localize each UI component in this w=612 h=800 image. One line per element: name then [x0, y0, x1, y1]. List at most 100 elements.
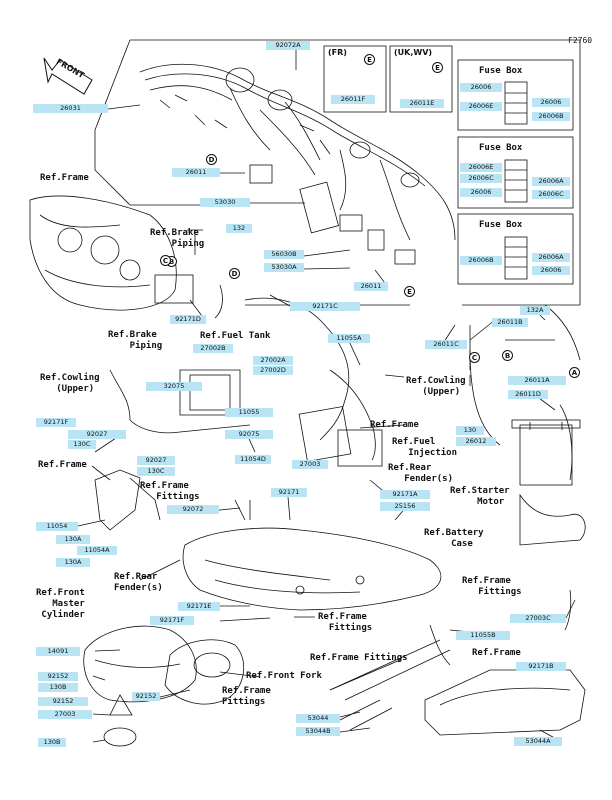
marker-b-2: B: [502, 350, 513, 361]
fuse-box-title-3: Fuse Box: [479, 220, 523, 230]
variant-uk-wv: (UK,WV): [394, 48, 433, 57]
part-11055b[interactable]: 11055B: [456, 631, 510, 640]
part-26006-3[interactable]: 26006: [460, 188, 502, 197]
part-26011[interactable]: 26011: [172, 168, 220, 177]
part-26006-4[interactable]: 26006: [532, 266, 570, 275]
part-26006a-2[interactable]: 26006A: [532, 253, 570, 262]
part-11055[interactable]: 11055: [225, 408, 273, 417]
part-130b[interactable]: 130B: [38, 683, 78, 692]
part-92152-2[interactable]: 92152: [38, 697, 88, 706]
ref-starter-motor[interactable]: Ref.Starter Motor: [450, 486, 510, 507]
part-27003-2[interactable]: 27003: [38, 710, 92, 719]
part-27002b[interactable]: 27002B: [193, 344, 233, 353]
part-27003[interactable]: 27003: [292, 460, 328, 469]
part-14091[interactable]: 14091: [36, 647, 80, 656]
part-27002d[interactable]: 27002D: [253, 366, 293, 375]
part-92072[interactable]: 92072: [167, 505, 219, 514]
ref-brake-piping-2[interactable]: Ref.Brake Piping: [108, 330, 163, 351]
part-53044[interactable]: 53044: [296, 714, 340, 723]
part-130a[interactable]: 130A: [56, 535, 90, 544]
part-26011c[interactable]: 26011C: [425, 340, 467, 349]
ref-frame-fittings-right[interactable]: Ref.Frame Fittings: [462, 576, 522, 597]
part-26006-1[interactable]: 26006: [460, 83, 502, 92]
part-26011b[interactable]: 26011B: [492, 318, 528, 327]
ref-rear-fender-left[interactable]: Ref.Rear Fender(s): [114, 572, 163, 593]
marker-c-1: C: [469, 352, 480, 363]
part-26012[interactable]: 26012: [456, 437, 496, 446]
part-11055a[interactable]: 11055A: [328, 334, 370, 343]
part-92027-2[interactable]: 92027: [137, 456, 175, 465]
ref-frame-mid[interactable]: Ref.Frame: [370, 420, 419, 430]
part-56030b[interactable]: 56030B: [264, 250, 304, 259]
ref-frame-left[interactable]: Ref.Frame: [38, 460, 87, 470]
part-92171f-2[interactable]: 92171F: [150, 616, 194, 625]
part-92171[interactable]: 92171: [271, 488, 307, 497]
part-92171c[interactable]: 92171C: [290, 302, 360, 311]
part-26006e[interactable]: 26006E: [460, 102, 502, 111]
part-27002a[interactable]: 27002A: [253, 356, 293, 365]
ref-cowling-upper-right[interactable]: Ref.Cowling (Upper): [406, 376, 466, 397]
marker-d-1: D: [206, 154, 217, 165]
part-11054[interactable]: 11054: [36, 522, 78, 531]
marker-d-2: D: [229, 268, 240, 279]
ref-frame-fittings-2[interactable]: Ref.Frame Fittings: [310, 653, 408, 663]
part-53030a[interactable]: 53030A: [264, 263, 304, 272]
part-26006e-2[interactable]: 26006E: [460, 163, 502, 172]
front-arrow: [43, 57, 93, 95]
part-92171f[interactable]: 92171F: [36, 418, 76, 427]
ref-front-master-cylinder[interactable]: Ref.Front Master Cylinder: [36, 588, 85, 620]
part-26011d[interactable]: 26011D: [508, 390, 548, 399]
part-26011-2[interactable]: 26011: [354, 282, 388, 291]
part-26011a[interactable]: 26011A: [508, 376, 566, 385]
part-130b-2[interactable]: 130B: [38, 738, 66, 747]
part-26006b[interactable]: 26006B: [532, 112, 570, 121]
part-92171a[interactable]: 92171A: [380, 490, 430, 499]
part-26006a[interactable]: 26006A: [532, 177, 570, 186]
part-53044b[interactable]: 53044B: [296, 727, 340, 736]
part-130c[interactable]: 130C: [68, 440, 96, 449]
part-26006c-2[interactable]: 26006C: [532, 190, 570, 199]
part-26011f[interactable]: 26011F: [331, 95, 375, 104]
part-132a[interactable]: 132A: [520, 306, 550, 315]
part-25156[interactable]: 25156: [380, 502, 430, 511]
ref-frame-bottom-right[interactable]: Ref.Frame: [472, 648, 521, 658]
ref-frame-fittings-bottom[interactable]: Ref.Frame Fittings: [222, 686, 271, 707]
ref-rear-fender-right[interactable]: Ref.Rear Fender(s): [388, 463, 454, 484]
part-26011e[interactable]: 26011E: [400, 99, 444, 108]
part-130[interactable]: 130: [456, 426, 484, 435]
diagram-code: F2760: [568, 36, 593, 45]
part-26006c[interactable]: 26006C: [460, 174, 502, 183]
fuse-box-title-1: Fuse Box: [479, 66, 523, 76]
part-27003c[interactable]: 27003C: [510, 614, 566, 623]
part-132[interactable]: 132: [226, 224, 252, 233]
part-92027[interactable]: 92027: [68, 430, 126, 439]
ref-frame-fittings-left[interactable]: Ref.Frame Fittings: [140, 481, 200, 502]
part-92152[interactable]: 92152: [38, 672, 78, 681]
part-26006-2[interactable]: 26006: [532, 98, 570, 107]
part-130c-2[interactable]: 130C: [137, 467, 175, 476]
ref-fuel-injection[interactable]: Ref.Fuel Injection: [392, 437, 458, 458]
marker-e-2: E: [432, 62, 443, 73]
part-53044a[interactable]: 53044A: [514, 737, 562, 746]
part-26006b-2[interactable]: 26006B: [460, 256, 502, 265]
part-92171e[interactable]: 92171E: [178, 602, 220, 611]
part-92075[interactable]: 92075: [225, 430, 273, 439]
ref-brake-piping-1[interactable]: Ref.Brake Piping: [150, 228, 205, 249]
ref-cowling-upper-left[interactable]: Ref.Cowling (Upper): [40, 373, 100, 394]
part-130a-2[interactable]: 130A: [56, 558, 90, 567]
part-92152-3[interactable]: 92152: [132, 692, 160, 701]
part-92072a[interactable]: 92072A: [266, 41, 310, 50]
part-53030[interactable]: 53030: [200, 198, 250, 207]
part-92171b[interactable]: 92171B: [516, 662, 566, 671]
ref-frame-top-left[interactable]: Ref.Frame: [40, 173, 89, 183]
ref-front-fork[interactable]: Ref.Front Fork: [246, 671, 322, 681]
ref-battery-case[interactable]: Ref.Battery Case: [424, 528, 484, 549]
ref-frame-fittings-center[interactable]: Ref.Frame Fittings: [318, 612, 373, 633]
part-11054a[interactable]: 11054A: [77, 546, 117, 555]
ref-fuel-tank[interactable]: Ref.Fuel Tank: [200, 331, 271, 341]
part-92171d[interactable]: 92171D: [170, 315, 206, 324]
part-11054d[interactable]: 11054D: [235, 455, 271, 464]
part-26031[interactable]: 26031: [33, 104, 108, 113]
part-32075[interactable]: 32075: [146, 382, 202, 391]
